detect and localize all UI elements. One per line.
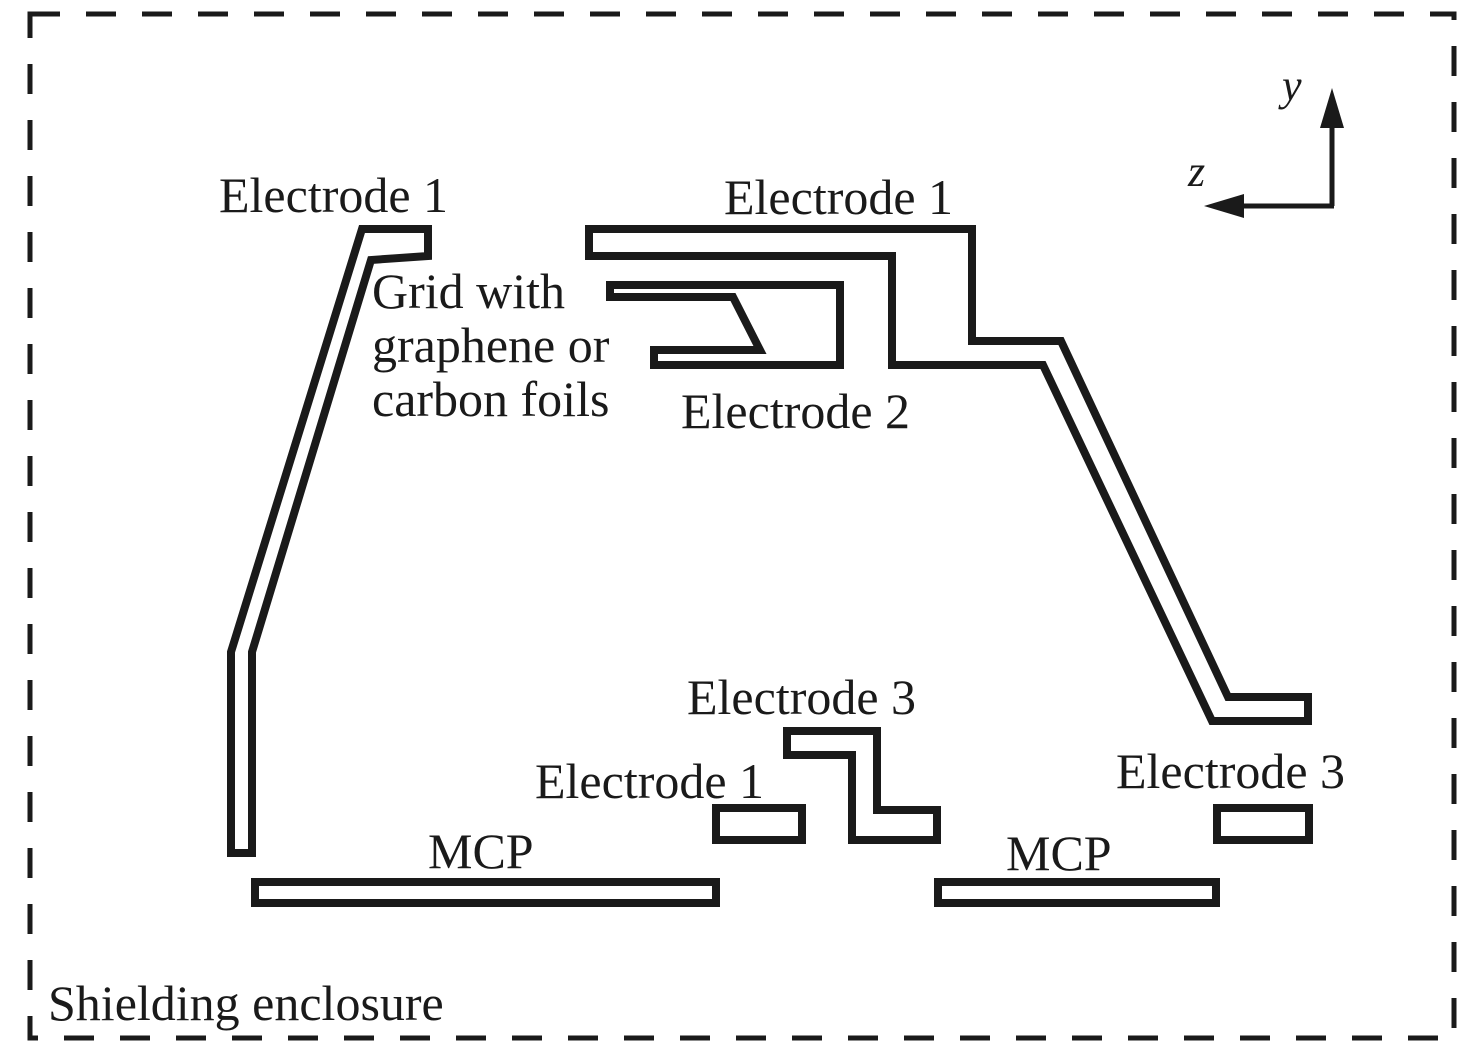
mcp-right-plate [934,878,1220,907]
label-electrode3-center: Electrode 3 [687,669,917,725]
label-grid-foils: Grid with graphene or carbon foils [372,263,610,427]
label-electrode1-top-right: Electrode 1 [724,169,954,225]
shielding-enclosure-frame [27,11,1457,1041]
label-shielding-enclosure: Shielding enclosure [48,975,444,1031]
label-y-axis: y [1282,61,1302,110]
electrode3-center [783,727,941,844]
electrode1-left-slant [227,225,432,857]
electrode1-top-right [585,225,1312,725]
label-electrode3-right: Electrode 3 [1116,743,1346,799]
y-axis-arrowhead [1320,88,1344,128]
electrode1-bottom-block [712,804,806,844]
coordinate-axes [1204,88,1344,218]
label-mcp-left: MCP [428,823,534,879]
label-electrode2: Electrode 2 [681,383,911,439]
label-mcp-right: MCP [1006,825,1112,881]
label-electrode1-top-left: Electrode 1 [219,167,449,223]
z-axis-arrowhead [1204,194,1244,218]
mcp-left-plate [251,878,720,907]
label-z-axis: z [1188,147,1206,196]
electrode3-right-block [1213,804,1313,844]
label-electrode1-bottom: Electrode 1 [535,753,765,809]
grid-foil-holder [606,281,844,369]
